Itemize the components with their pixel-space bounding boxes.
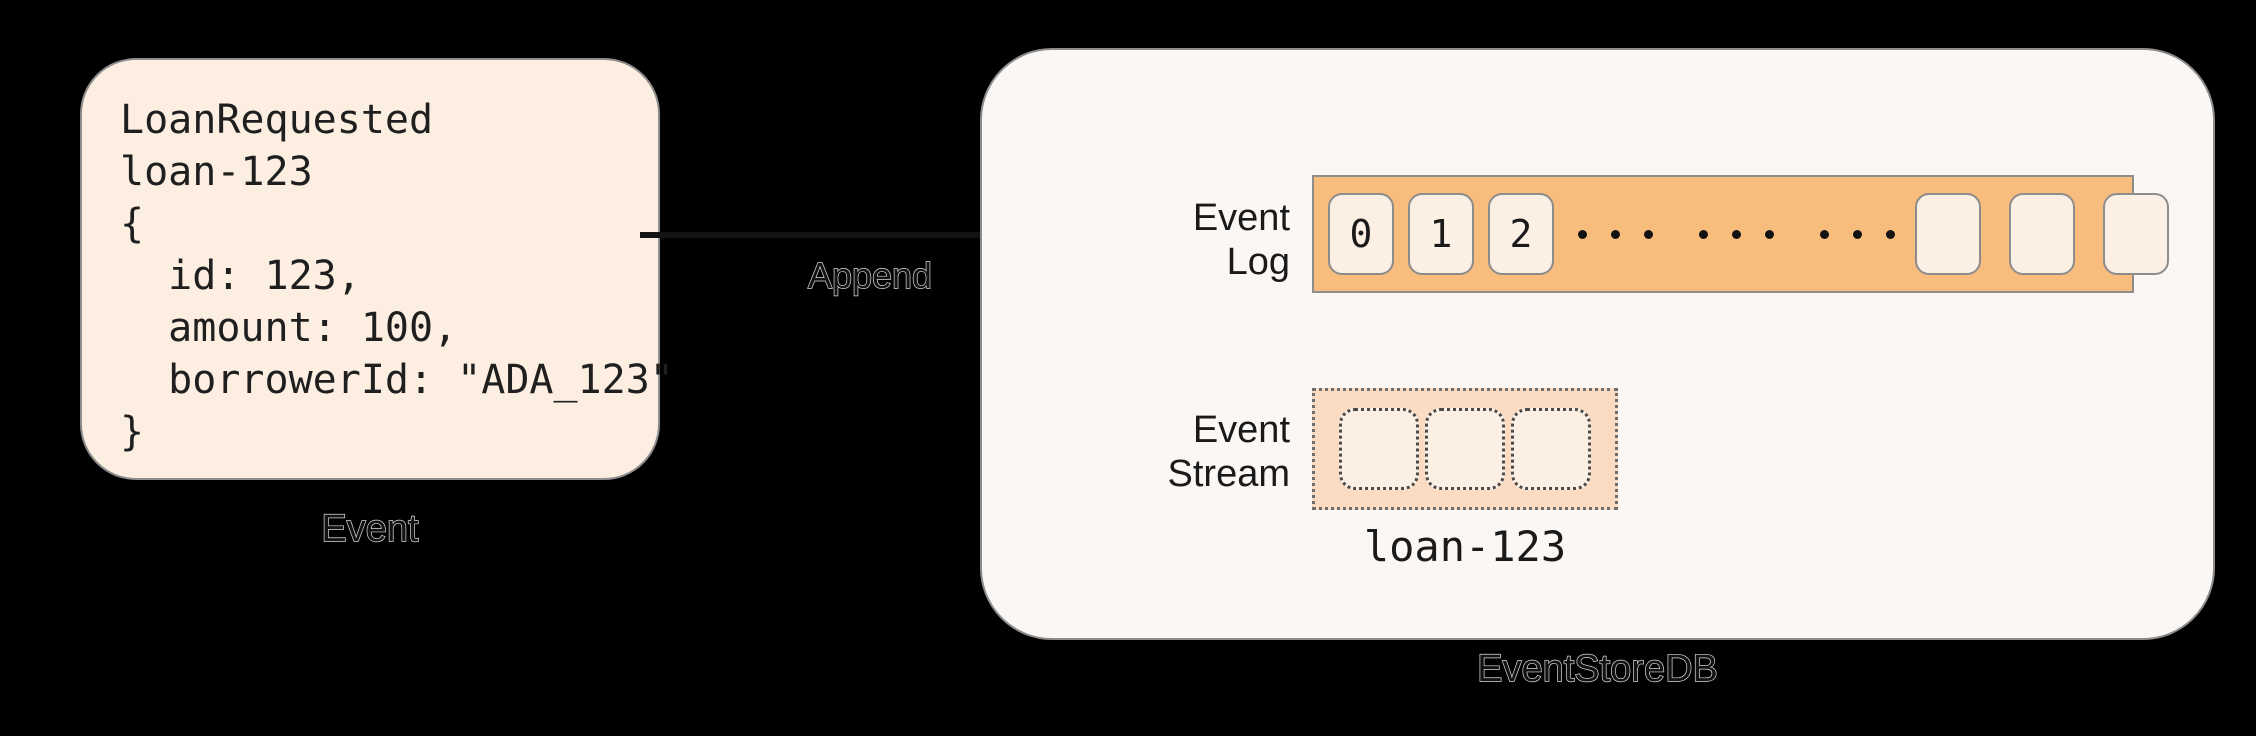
ellipsis-dot <box>1765 229 1774 239</box>
event-card-caption: Event <box>321 508 420 550</box>
ellipsis-dot <box>1820 229 1829 239</box>
eventstoredb-caption: EventStoreDB <box>1476 648 1718 690</box>
eventstoredb-container <box>980 48 2215 640</box>
ellipsis-dot <box>1853 229 1862 239</box>
event-log-bar: 0 1 2 <box>1312 175 2169 293</box>
ellipsis-dot <box>1578 229 1587 239</box>
event-stream-cell[interactable] <box>1425 408 1505 490</box>
event-payload-code: LoanRequested loan-123 { id: 123, amount… <box>120 97 674 455</box>
event-log-ellipsis <box>1578 229 1895 239</box>
ellipsis-dot <box>1886 229 1895 239</box>
ellipsis-dot <box>1644 229 1653 239</box>
append-arrow-label: Append <box>807 255 933 296</box>
ellipsis-dot <box>1699 229 1708 239</box>
ellipsis-dot-group <box>1578 229 1653 239</box>
event-log-trailing-cells <box>1915 193 2169 275</box>
event-log-cell[interactable] <box>1915 193 1981 275</box>
ellipsis-dot <box>1611 229 1620 239</box>
event-stream-cell[interactable] <box>1511 408 1591 490</box>
event-log-label: Event Log <box>1192 197 1290 283</box>
event-stream-name: loan-123 <box>1363 522 1567 571</box>
ellipsis-dot-group <box>1699 229 1774 239</box>
event-stream-box <box>1312 388 1618 510</box>
event-card: LoanRequested loan-123 { id: 123, amount… <box>80 58 674 480</box>
event-log-cell[interactable]: 0 <box>1328 193 1394 275</box>
event-log-cell[interactable] <box>2103 193 2169 275</box>
event-stream-cell[interactable] <box>1339 408 1419 490</box>
ellipsis-dot <box>1732 229 1741 239</box>
ellipsis-dot-group <box>1820 229 1895 239</box>
event-stream-label: Event Stream <box>1167 409 1290 495</box>
event-log-cell[interactable]: 1 <box>1408 193 1474 275</box>
event-log-cell[interactable] <box>2009 193 2075 275</box>
event-log-cell[interactable]: 2 <box>1488 193 1554 275</box>
